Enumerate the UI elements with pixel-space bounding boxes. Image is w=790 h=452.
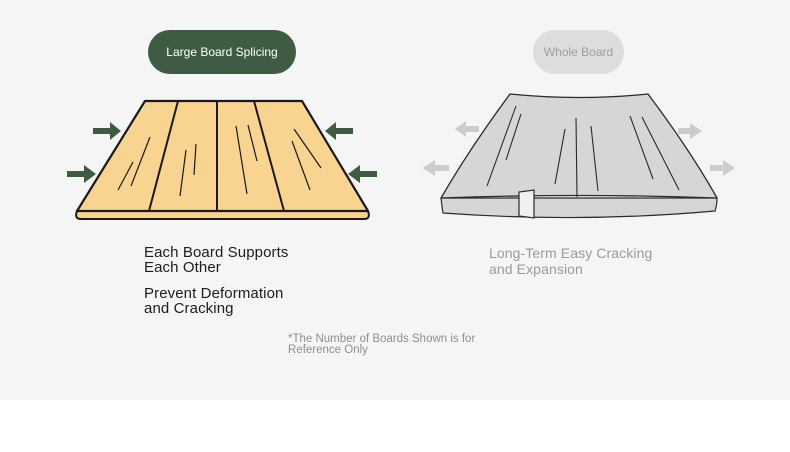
support-caption-line: Each Board Supports (144, 244, 289, 261)
arrow-left-icon (423, 160, 449, 176)
comparison-panel: Large Board Splicing Whole Board (67, 30, 735, 356)
board-seam (148, 100, 179, 212)
board-seam (253, 100, 285, 212)
whole-board-top (440, 93, 718, 199)
inward-arrows (67, 122, 377, 183)
whole-board-illustration (423, 93, 735, 219)
prevent-caption-line: Prevent Deformation (144, 285, 284, 302)
board-illustrations (67, 93, 735, 220)
spliced-board-edge (75, 210, 370, 220)
prevent-caption-line: and Cracking (144, 300, 234, 317)
arrow-right-icon (710, 160, 735, 176)
arrow-right-icon (93, 122, 121, 140)
reference-note-line: *The Number of Boards Shown is for (288, 333, 476, 345)
prevent-caption: Prevent Deformation and Cracking (144, 286, 283, 316)
large-board-splicing-label: Large Board Splicing (166, 45, 278, 59)
whole-board-badge: Whole Board (533, 30, 624, 74)
whole-board-edge (440, 197, 718, 219)
cracking-caption-line: and Expansion (489, 261, 583, 277)
arrow-right-icon (67, 165, 96, 183)
spliced-board-top (75, 99, 370, 213)
large-board-splicing-badge: Large Board Splicing (148, 30, 296, 74)
arrow-right-icon (678, 123, 702, 139)
arrow-left-icon (455, 121, 479, 137)
arrow-left-icon (325, 122, 353, 140)
reference-note-line: Reference Only (288, 344, 368, 356)
cracking-caption-line: Long-Term Easy Cracking (489, 245, 653, 261)
support-caption-line: Each Other (144, 259, 221, 276)
spliced-board-illustration (67, 99, 377, 220)
whole-board-label: Whole Board (543, 45, 614, 59)
crack-mark (518, 189, 535, 219)
arrow-left-icon (348, 165, 377, 183)
cracking-caption: Long-Term Easy Cracking and Expansion (489, 245, 652, 277)
reference-note: *The Number of Boards Shown is for Refer… (288, 333, 476, 356)
crack-lines (486, 105, 680, 198)
outward-arrows (423, 121, 735, 176)
wood-grain-lines (117, 124, 322, 197)
support-caption: Each Board Supports Each Other (144, 245, 289, 275)
